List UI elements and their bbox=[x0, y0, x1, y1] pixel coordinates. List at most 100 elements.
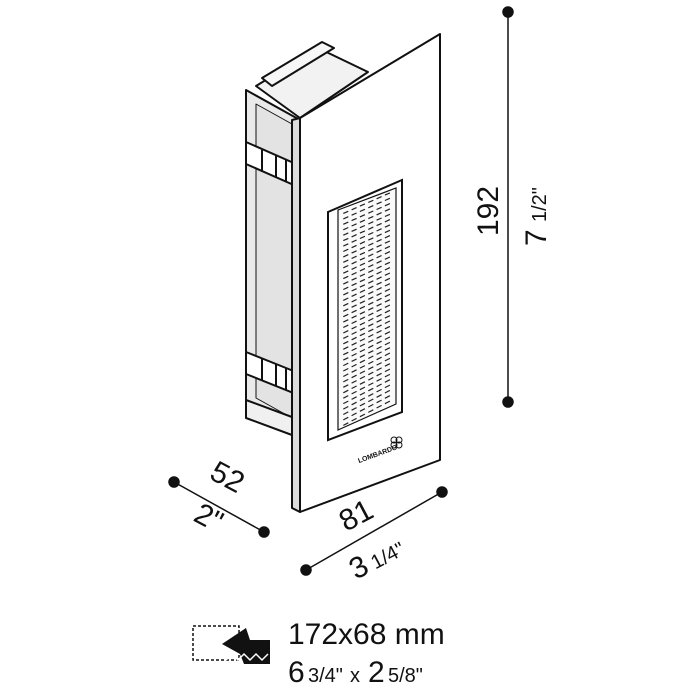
grille-dash bbox=[368, 253, 374, 257]
grille-dash bbox=[351, 401, 357, 406]
cutout-inch-a-fraction: 3/4" bbox=[308, 665, 343, 687]
grille-dash bbox=[376, 351, 382, 355]
grille-dash bbox=[359, 354, 366, 358]
grille-dash bbox=[351, 331, 357, 335]
grille-dash bbox=[351, 309, 357, 314]
grille-dash bbox=[359, 370, 366, 375]
grille-dash bbox=[376, 345, 382, 350]
grille-dash bbox=[359, 348, 366, 353]
grille-dash bbox=[376, 404, 382, 409]
grille-dash bbox=[376, 303, 382, 307]
grille-dash bbox=[343, 384, 349, 388]
cutout-inch-label: 6 3/4" x 2 5/8" bbox=[288, 656, 423, 689]
height-mm-label: 192 bbox=[472, 186, 505, 236]
grille-dash bbox=[351, 369, 357, 373]
grille-dash bbox=[343, 237, 349, 242]
grille-dash bbox=[376, 222, 382, 227]
grille-dash bbox=[368, 403, 374, 408]
height-inch-whole: 7 bbox=[520, 229, 553, 246]
grille-dash bbox=[343, 357, 349, 361]
grille-dash bbox=[368, 312, 374, 317]
grille-dash bbox=[384, 315, 391, 319]
grille-dash bbox=[351, 363, 357, 368]
grille-dash bbox=[376, 383, 382, 388]
grille-dash bbox=[368, 264, 374, 268]
width-dimension-line bbox=[300, 486, 448, 576]
grille-dash bbox=[368, 307, 374, 311]
grille-dash bbox=[384, 235, 391, 239]
grille-dash bbox=[343, 405, 349, 410]
grille-dash bbox=[368, 280, 374, 284]
grille-dash bbox=[359, 375, 366, 380]
grille-dash bbox=[351, 390, 357, 395]
grille-dash bbox=[343, 319, 349, 323]
grille-dash bbox=[384, 357, 391, 362]
grille-dash bbox=[351, 228, 357, 232]
grille-dash bbox=[368, 210, 374, 214]
grille-dash bbox=[351, 212, 357, 216]
grille-dash bbox=[384, 347, 391, 351]
grille-dash bbox=[343, 254, 349, 258]
grille-dash bbox=[376, 335, 382, 339]
grille-dash bbox=[368, 333, 374, 338]
cutout-mm-label: 172x68 mm bbox=[288, 618, 445, 651]
grille-dash bbox=[368, 339, 374, 343]
grille-dash bbox=[351, 412, 357, 417]
grille-dash bbox=[376, 394, 382, 398]
grille-dash bbox=[359, 338, 366, 342]
grille-dash bbox=[351, 380, 357, 384]
grille-dash bbox=[368, 344, 374, 349]
grille-dash bbox=[359, 251, 366, 256]
grille-dash bbox=[384, 272, 391, 276]
grille-dash bbox=[384, 283, 391, 287]
grille-dash bbox=[343, 308, 349, 312]
grille-dash bbox=[359, 365, 366, 369]
grille-dash bbox=[384, 331, 391, 335]
grille-dash bbox=[351, 282, 357, 287]
grille-dash bbox=[376, 260, 382, 264]
grille-dash bbox=[359, 332, 366, 337]
grille-dash bbox=[351, 352, 357, 357]
height-inch-label: 7 1/2" bbox=[520, 187, 553, 246]
light-grille bbox=[343, 192, 391, 426]
grille-dash bbox=[368, 393, 374, 397]
grille-dash bbox=[359, 268, 366, 272]
grille-dash bbox=[384, 341, 391, 346]
grille-dash bbox=[384, 325, 391, 330]
grille-dash bbox=[359, 359, 366, 364]
grille-dash bbox=[368, 231, 374, 236]
grille-dash bbox=[368, 301, 374, 306]
grille-dash bbox=[359, 208, 366, 213]
grille-dash bbox=[376, 388, 382, 393]
grille-dash bbox=[359, 219, 366, 223]
grille-dash bbox=[368, 328, 374, 333]
grille-dash bbox=[351, 298, 357, 303]
grille-dash bbox=[343, 422, 349, 426]
grille-dash bbox=[343, 362, 349, 367]
grille-dash bbox=[343, 351, 349, 356]
grille-dash bbox=[376, 319, 382, 323]
height-dimension-line bbox=[502, 6, 514, 408]
grille-dash bbox=[359, 305, 366, 310]
grille-dash bbox=[351, 217, 357, 222]
grille-dash bbox=[384, 379, 391, 383]
grille-dash bbox=[343, 297, 349, 301]
grille-dash bbox=[376, 324, 382, 329]
grille-dash bbox=[368, 409, 374, 413]
grille-dash bbox=[343, 324, 349, 329]
grille-dash bbox=[376, 217, 382, 221]
grille-dash bbox=[359, 262, 366, 267]
cutout-inch-a-whole: 6 bbox=[288, 656, 305, 689]
grille-dash bbox=[343, 302, 349, 307]
grille-dash bbox=[359, 241, 366, 245]
grille-dash bbox=[384, 352, 391, 357]
grille-dash bbox=[359, 257, 366, 261]
grille-dash bbox=[368, 350, 374, 354]
grille-dash bbox=[343, 221, 349, 225]
grille-dash bbox=[368, 237, 374, 241]
grille-dash bbox=[384, 299, 391, 303]
grille-dash bbox=[351, 234, 357, 238]
light-window bbox=[327, 178, 403, 442]
grille-dash bbox=[343, 275, 349, 280]
